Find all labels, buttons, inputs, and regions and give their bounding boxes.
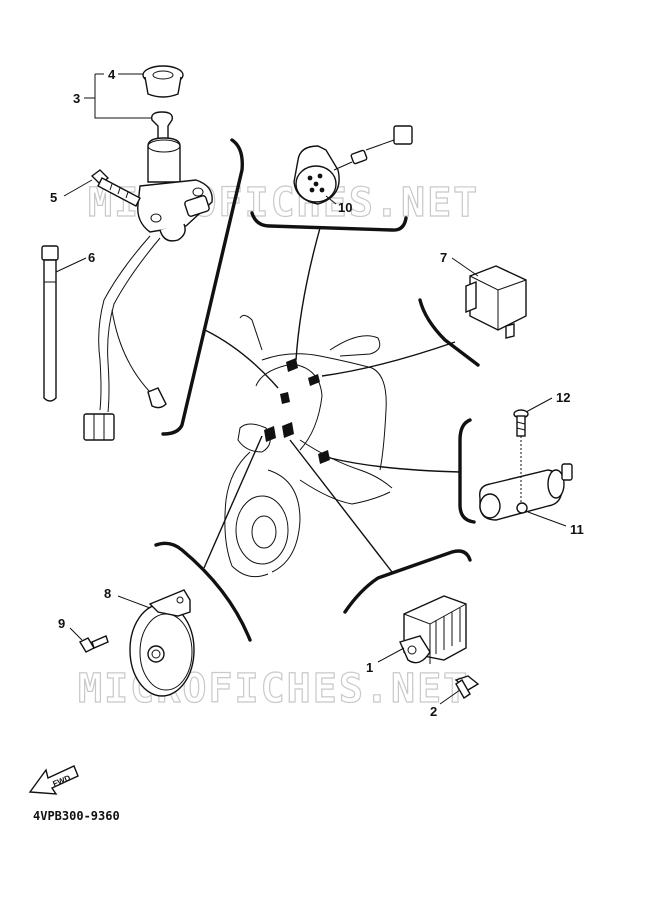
bracket-relay xyxy=(418,298,480,367)
leader-relay xyxy=(321,341,456,377)
group-bracket-lines xyxy=(154,138,480,642)
bracket-sensor xyxy=(458,418,476,524)
bracket-connector xyxy=(250,211,408,232)
callout-10: 10 xyxy=(338,200,352,215)
callout-2: 2 xyxy=(430,704,437,719)
callouts: 4 3 5 6 10 7 12 11 8 9 1 2 xyxy=(50,67,584,719)
mark-c xyxy=(280,392,290,404)
part-main-switch xyxy=(83,65,213,441)
callout-5: 5 xyxy=(50,190,57,205)
callout-11: 11 xyxy=(570,522,584,537)
callout-4: 4 xyxy=(108,67,116,82)
fwd-arrow-icon: FWD xyxy=(28,765,79,795)
part-socket-10 xyxy=(293,125,413,205)
diagram-code: 4VPB300-9360 xyxy=(33,809,120,823)
mark-a xyxy=(286,358,298,372)
part-sensor-11 xyxy=(479,409,573,521)
bracket-horn xyxy=(154,541,252,642)
leader-main-switch xyxy=(204,329,279,389)
callout-12: 12 xyxy=(556,390,570,405)
part-cable-tie xyxy=(41,245,59,402)
part-regulator-1 xyxy=(399,595,480,699)
leader-regulator xyxy=(289,439,393,573)
callout-6: 6 xyxy=(88,250,95,265)
mark-f xyxy=(318,450,330,464)
callout-7: 7 xyxy=(440,250,447,265)
part-bolt-5 xyxy=(90,169,141,207)
mark-e xyxy=(282,422,294,438)
leader-sensor xyxy=(329,457,461,473)
bracket-main-switch xyxy=(161,138,244,436)
bracket-regulator xyxy=(343,549,472,614)
mark-b xyxy=(308,374,320,386)
leader-horn xyxy=(203,435,263,569)
callout-1: 1 xyxy=(366,660,373,675)
mark-d xyxy=(264,426,276,442)
part-relay-7 xyxy=(465,265,527,339)
scooter-illustration xyxy=(224,314,393,578)
part-horn-8 xyxy=(79,589,195,697)
callout-3: 3 xyxy=(73,91,80,106)
callout-8: 8 xyxy=(104,586,111,601)
callout-9: 9 xyxy=(58,616,65,631)
leader-connector xyxy=(295,227,321,361)
